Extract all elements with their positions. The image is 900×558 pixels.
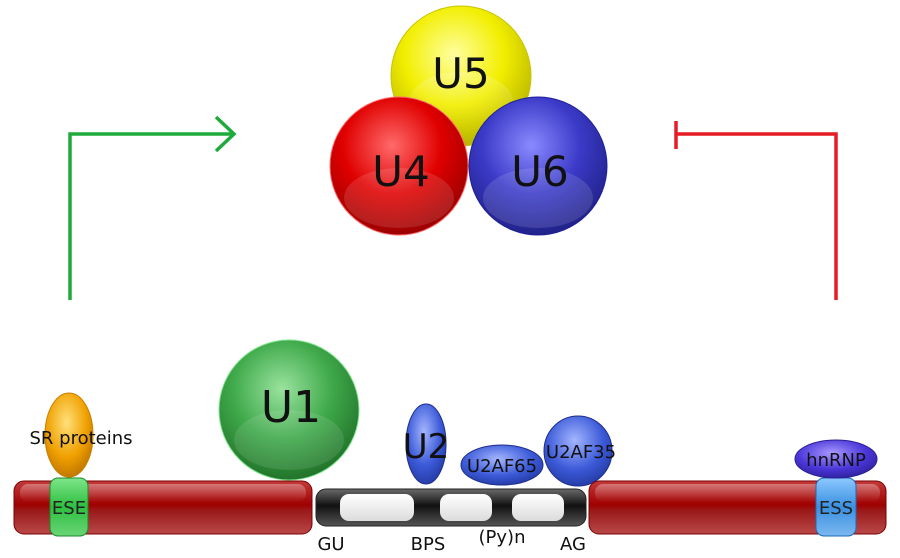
u2-snrnp: U2	[403, 403, 450, 485]
ese-label: ESE	[52, 498, 86, 519]
u4-snrnp: U4	[329, 96, 469, 236]
u6-label: U6	[511, 147, 568, 196]
u2af35-factor: U2AF35	[543, 415, 616, 487]
inhibition-arrow	[674, 121, 838, 300]
u2af35-label: U2AF35	[546, 442, 616, 463]
u5-label: U5	[432, 49, 489, 98]
ese-element: ESE	[49, 477, 89, 537]
u1-label: U1	[261, 382, 321, 433]
hnrnp-protein: hnRNP	[794, 439, 878, 479]
u2-label: U2	[403, 427, 450, 467]
sr-proteins-label: SR proteins	[29, 428, 132, 449]
u6-snrnp: U6	[468, 96, 608, 236]
u4-label: U4	[372, 147, 429, 196]
ag-label: AG	[560, 534, 586, 554]
u1-snrnp: U1	[218, 339, 360, 481]
activation-arrow	[68, 115, 237, 300]
sr-protein: SR proteins	[29, 392, 133, 478]
bps-label: BPS	[411, 534, 446, 554]
exon-downstream	[588, 480, 887, 535]
intron	[315, 488, 587, 527]
u2af65-factor: U2AF65	[460, 444, 544, 486]
hnrnp-label: hnRNP	[806, 450, 866, 471]
ess-element: ESS	[815, 477, 857, 537]
py-label: (Py)n	[479, 527, 526, 548]
gu-label: GU	[317, 534, 344, 554]
u2af65-label: U2AF65	[467, 456, 537, 477]
ess-label: ESS	[819, 498, 853, 519]
